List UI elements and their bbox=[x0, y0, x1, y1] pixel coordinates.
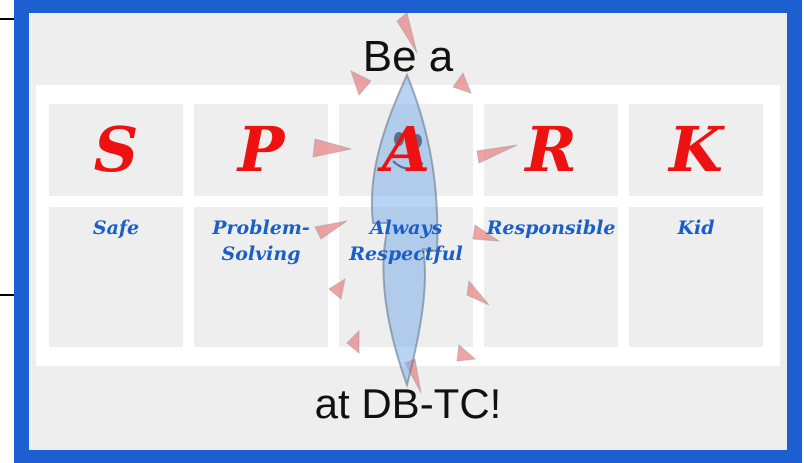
spark-letter: S bbox=[93, 113, 139, 186]
spark-word-line: Always bbox=[369, 217, 443, 239]
spark-word: Responsible bbox=[484, 215, 618, 241]
word-cell-problem-solving: Problem- Solving bbox=[194, 207, 328, 347]
letter-cell-r: R bbox=[484, 104, 618, 196]
word-cell-responsible: Responsible bbox=[484, 207, 618, 347]
spark-poster: Be a S P A R K bbox=[14, 0, 802, 463]
word-cell-safe: Safe bbox=[49, 207, 183, 347]
poster-inner: Be a S P A R K bbox=[29, 13, 787, 450]
spark-word: Always Respectful bbox=[339, 215, 473, 267]
letter-cell-k: K bbox=[629, 104, 763, 196]
spark-grid: S P A R K Safe bbox=[36, 85, 780, 366]
spark-word-line: Responsible bbox=[486, 217, 616, 239]
spark-word: Kid bbox=[629, 215, 763, 241]
spark-word-line: Kid bbox=[677, 217, 715, 239]
spark-word-line: Problem- bbox=[212, 217, 310, 239]
letter-cell-a: A bbox=[339, 104, 473, 196]
spark-word-line: Safe bbox=[92, 217, 140, 239]
spark-letter: A bbox=[381, 113, 431, 186]
letter-cell-s: S bbox=[49, 104, 183, 196]
spark-letter: P bbox=[237, 113, 285, 186]
poster-title-bottom: at DB-TC! bbox=[314, 380, 502, 427]
word-cell-kid: Kid bbox=[629, 207, 763, 347]
spark-word: Problem- Solving bbox=[194, 215, 328, 267]
divider-line bbox=[0, 18, 14, 20]
spark-letter: R bbox=[525, 113, 577, 186]
spark-word-line: Respectful bbox=[349, 243, 463, 265]
spark-word-line: Solving bbox=[221, 243, 301, 265]
spark-word: Safe bbox=[49, 215, 183, 241]
word-cell-always-respectful: Always Respectful bbox=[339, 207, 473, 347]
divider-line bbox=[0, 294, 14, 296]
poster-title-top: Be a bbox=[362, 32, 454, 81]
spark-letter: K bbox=[669, 113, 723, 186]
letter-cell-p: P bbox=[194, 104, 328, 196]
